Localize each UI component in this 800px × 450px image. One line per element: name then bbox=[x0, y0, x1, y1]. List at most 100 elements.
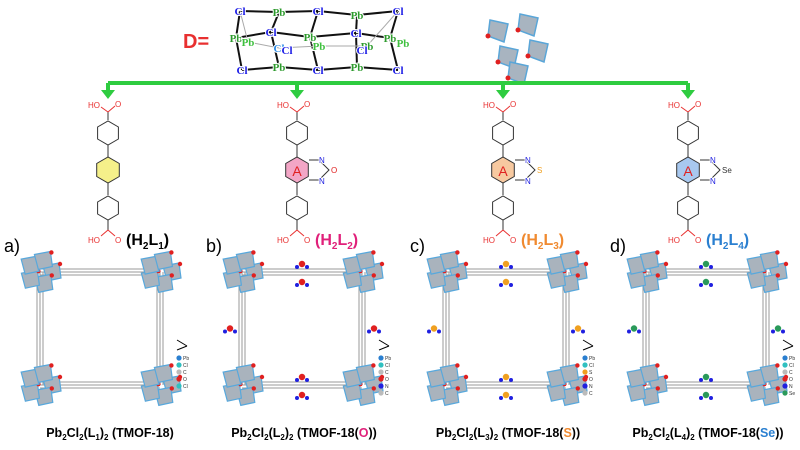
polyhedron bbox=[236, 273, 256, 294]
caption-part: Pb bbox=[46, 426, 62, 440]
panel-letter: b) bbox=[206, 236, 222, 256]
oxygen-atom bbox=[371, 273, 376, 278]
legend-atom-swatch bbox=[782, 383, 788, 389]
nitrogen-atom bbox=[305, 378, 309, 382]
d-label: D= bbox=[183, 31, 209, 53]
oxygen-atom bbox=[169, 273, 174, 278]
panel-caption: Pb2Cl2(L4)2 (TMOF-18(Se)) bbox=[632, 426, 783, 442]
ligand-label-part: L bbox=[728, 232, 738, 249]
atom-label-pb: Pb bbox=[230, 33, 243, 45]
polyhedron bbox=[140, 368, 160, 388]
guest-heteroatom bbox=[702, 260, 710, 268]
panel-caption: Pb2Cl2(L3)2 (TMOF-18(S)) bbox=[436, 426, 580, 442]
metal-node bbox=[546, 363, 589, 407]
ligand-label-part: ) bbox=[744, 232, 749, 249]
metal-node bbox=[426, 363, 469, 407]
guest-heteroatom bbox=[702, 373, 710, 381]
caption-part: 2 bbox=[62, 433, 67, 442]
polyhedron bbox=[439, 250, 460, 271]
bond bbox=[356, 66, 399, 71]
legend-atom-label: C bbox=[789, 370, 793, 376]
polyhedron bbox=[546, 368, 566, 388]
nitrogen-atom bbox=[709, 283, 713, 287]
oxygen-atom bbox=[495, 59, 501, 65]
nitrogen-atom bbox=[709, 378, 713, 382]
oxygen-atom bbox=[251, 250, 256, 255]
axis-indicator bbox=[176, 345, 188, 351]
polyhedron bbox=[235, 250, 256, 271]
ring-label-a: A bbox=[498, 163, 508, 179]
nitrogen-atom bbox=[637, 329, 641, 334]
bond-back bbox=[239, 10, 249, 43]
bond bbox=[687, 105, 696, 113]
nitrogen-atom bbox=[509, 265, 513, 269]
central-ring bbox=[96, 156, 120, 184]
ring-label-a: A bbox=[292, 163, 302, 179]
polyhedron bbox=[342, 255, 362, 275]
atom-label-cl: Cl bbox=[393, 65, 404, 77]
oxygen-atom bbox=[455, 273, 460, 278]
bond bbox=[309, 10, 319, 38]
ligand-label-part: 4 bbox=[738, 241, 744, 252]
atom-label-cl: Cl bbox=[266, 27, 277, 39]
hetero-atom-label: N bbox=[710, 177, 716, 186]
panel-caption: Pb2Cl2(L1)2 (TMOF-18) bbox=[46, 426, 174, 442]
polyhedron bbox=[640, 273, 660, 294]
caption-part: 2 bbox=[247, 433, 252, 442]
caption-part: 2 bbox=[79, 433, 84, 442]
oxygen-atom bbox=[575, 273, 580, 278]
caption-part: 2 bbox=[665, 433, 670, 442]
panel-letter: d) bbox=[610, 236, 626, 256]
benzene-ring bbox=[492, 120, 514, 146]
ligand-label-part: 1 bbox=[158, 241, 164, 252]
oxygen-atom bbox=[177, 261, 183, 267]
acid-ho-label: HO bbox=[483, 236, 495, 245]
oxygen-atom bbox=[371, 386, 376, 391]
heterocycle bbox=[515, 159, 536, 181]
caption-part: (L bbox=[473, 426, 485, 440]
ligand-label: (H2L3) bbox=[521, 232, 564, 252]
oxygen-atom bbox=[655, 363, 660, 368]
oxygen-atom bbox=[575, 386, 580, 391]
polyhedron bbox=[355, 250, 376, 271]
polyhedron bbox=[640, 386, 660, 407]
guest-heteroatom bbox=[774, 325, 782, 332]
atom-label-cl: Cl bbox=[351, 28, 362, 40]
polyhedron bbox=[140, 255, 160, 275]
bond bbox=[317, 10, 358, 16]
bond bbox=[278, 10, 319, 13]
panel-caption: Pb2Cl2(L2)2 (TMOF-18(O)) bbox=[231, 426, 377, 442]
metal-node bbox=[342, 363, 385, 407]
guest-heteroatom bbox=[574, 325, 582, 332]
caption-part: )) bbox=[572, 426, 580, 440]
polyhedron bbox=[356, 386, 376, 407]
bond bbox=[289, 229, 298, 237]
bond bbox=[278, 66, 319, 71]
oxygen-atom bbox=[505, 75, 511, 81]
nitrogen-atom bbox=[223, 329, 227, 334]
nitrogen-atom bbox=[305, 283, 309, 287]
metal-node bbox=[140, 363, 183, 407]
polyhedron bbox=[560, 386, 580, 407]
oxygen-atom bbox=[775, 363, 780, 368]
caption-part: Se bbox=[760, 426, 775, 440]
metal-node bbox=[20, 363, 63, 407]
caption-part: S bbox=[563, 426, 571, 440]
bond bbox=[495, 106, 504, 113]
atom-label-cl: Cl bbox=[237, 65, 248, 77]
legend-atom-swatch bbox=[782, 390, 788, 396]
ligand-label-part: 2 bbox=[347, 241, 353, 252]
caption-part: 2 bbox=[494, 433, 499, 442]
bond bbox=[235, 37, 243, 71]
metal-node bbox=[342, 250, 385, 294]
benzene-ring bbox=[677, 195, 699, 221]
oxygen-atom bbox=[259, 261, 265, 267]
nitrogen-atom bbox=[499, 283, 503, 287]
nitrogen-atom bbox=[295, 396, 299, 400]
caption-part: 2 bbox=[648, 433, 653, 442]
ligand-label-part: (H bbox=[706, 232, 723, 249]
caption-part: Cl bbox=[252, 426, 265, 440]
